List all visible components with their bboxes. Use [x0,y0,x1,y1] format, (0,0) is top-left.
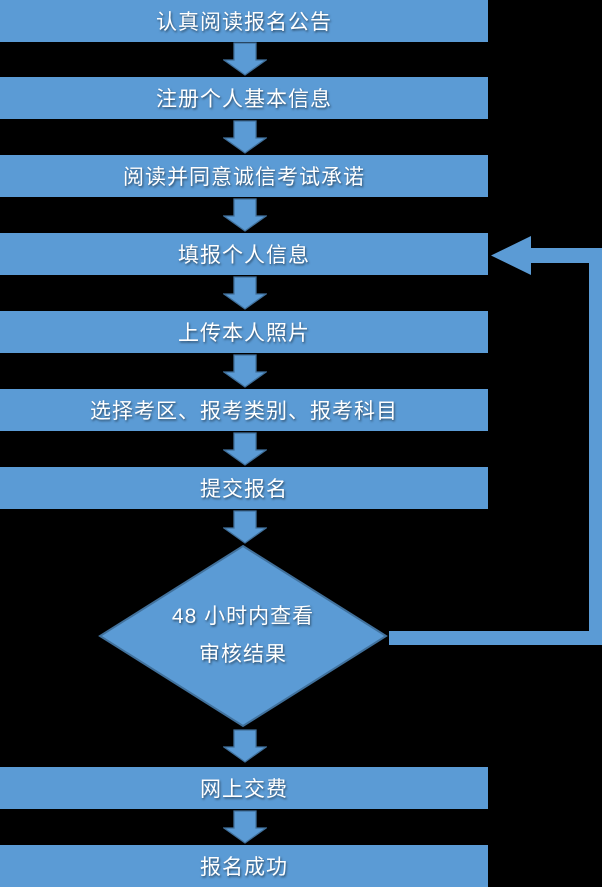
step-fill-personal-info: 填报个人信息 [0,233,488,275]
step-select-exam-options: 选择考区、报考类别、报考科目 [0,389,488,431]
decision-diamond-shape [98,544,388,728]
step-upload-photo-label: 上传本人照片 [178,322,310,345]
down-arrow-icon [223,354,267,388]
feedback-line-bottom [389,631,602,645]
down-arrow-icon [223,198,267,232]
step-agree-commitment-label: 阅读并同意诚信考试承诺 [123,166,365,189]
step-online-payment: 网上交费 [0,767,488,809]
step-fill-personal-info-label: 填报个人信息 [178,244,310,267]
step-registration-success-label: 报名成功 [200,856,288,879]
down-arrow-icon [223,276,267,310]
step-read-announcement-label: 认真阅读报名公告 [156,11,332,34]
step-select-exam-options-label: 选择考区、报考类别、报考科目 [90,400,398,423]
decision-label-line1: 48 小时内查看 [171,605,315,628]
down-arrow-icon [223,432,267,466]
decision-label-line2: 审核结果 [199,643,287,666]
step-read-announcement: 认真阅读报名公告 [0,0,488,42]
step-submit-registration: 提交报名 [0,467,488,509]
feedback-line-top [531,248,602,263]
step-agree-commitment: 阅读并同意诚信考试承诺 [0,155,488,197]
feedback-arrow-left-icon [491,236,531,275]
step-register-info: 注册个人基本信息 [0,77,488,119]
step-online-payment-label: 网上交费 [200,778,288,801]
step-upload-photo: 上传本人照片 [0,311,488,353]
down-arrow-icon [223,810,267,844]
step-registration-success: 报名成功 [0,845,488,887]
down-arrow-icon [223,729,267,763]
decision-check-review-result: 48 小时内查看 审核结果 [103,598,383,674]
feedback-line-vertical [589,248,602,645]
step-register-info-label: 注册个人基本信息 [156,88,332,111]
down-arrow-icon [223,510,267,544]
down-arrow-icon [223,120,267,154]
step-submit-registration-label: 提交报名 [200,478,288,501]
down-arrow-icon [223,42,267,76]
